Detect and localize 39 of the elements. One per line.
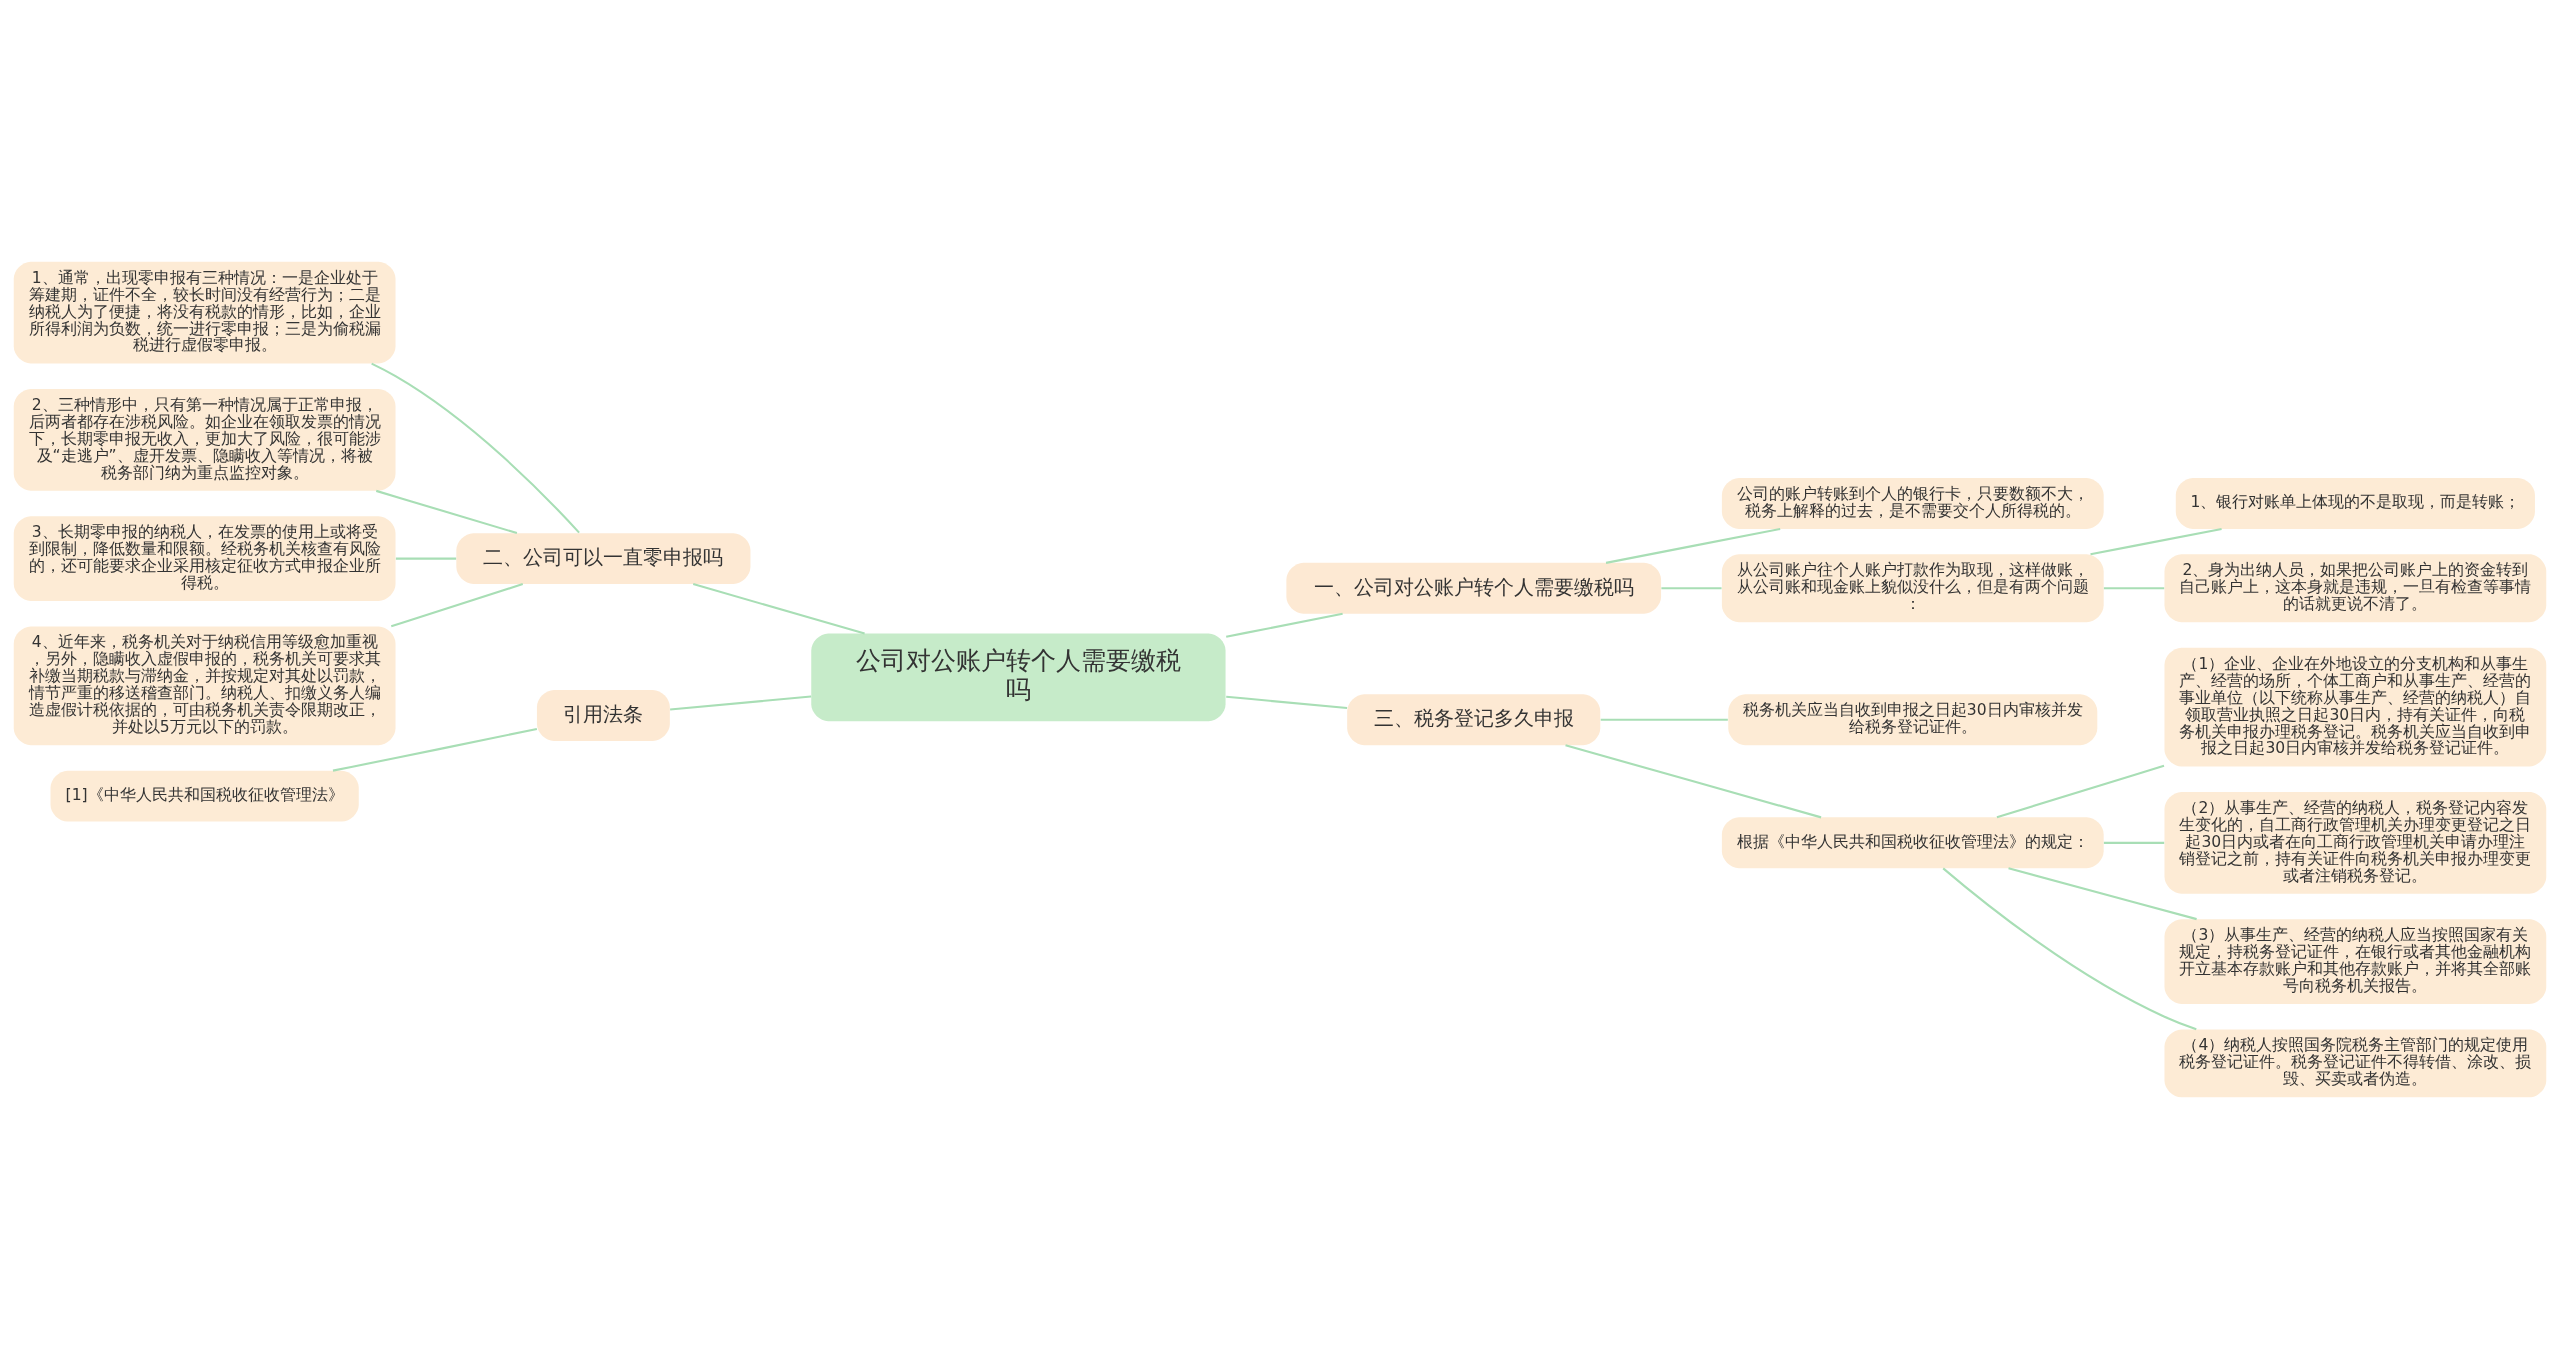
connector	[1661, 587, 1722, 590]
node-box: 公司的账户转账到个人的银行卡，只要数额不大，税务上解释的过去，是不需要交个人所得税的。	[1721, 478, 2104, 529]
connector	[2090, 527, 2222, 556]
node-box: 从公司账户往个人账户打款作为取现，这样做账，从公司账和现金账上貌似没什么，但是有两个问题：	[1721, 554, 2104, 623]
connector	[371, 362, 580, 534]
node-box: 根据《中华人民共和国税收征收管理法》的规定：	[1721, 817, 2104, 869]
node-box: 2、三种情形中，只有第一种情况属于正常申报，后两者都存在涉税风险。如企业在领取发票的情况下，长期零申报无收入，更加大了风险，很可能涉及“走逃户”、虚开发票、隐瞒收入等情况，将被税务部门纳为重点监控对象。	[13, 388, 396, 491]
connector	[390, 583, 524, 628]
node-box: 税务机关应当自收到申报之日起30日内审核并发给税务登记证件。	[1728, 694, 2098, 746]
node-box: 引用法条	[536, 690, 670, 741]
connector	[395, 557, 457, 560]
connector	[2103, 587, 2165, 590]
node-box: 一、公司对公账户转个人需要缴税吗	[1286, 562, 1662, 614]
connector	[1226, 695, 1348, 710]
node-box: 4、近年来，税务机关对于纳税信用等级愈加重视，另外，隐瞒收入虚假申报的，税务机关可要求其补缴当期税款与滞纳金，并按规定对其处以罚款，情节严重的移送稽查部门。纳税人、扣缴义务人编造虚假计税依据的，可由税务机关责令限期改正，并处以5万元以下的罚款。	[13, 626, 396, 746]
connector	[2103, 841, 2165, 844]
node-box: （4）纳税人按照国务院税务主管部门的规定使用税务登记证件。税务登记证件不得转借、涂改、损毁、买卖或者伪造。	[2164, 1029, 2547, 1098]
connector	[1605, 527, 1781, 564]
connector	[692, 583, 865, 635]
node-box: [1]《中华人民共和国税收征收管理法》	[50, 770, 359, 822]
node-box: （1）企业、企业在外地设立的分支机构和从事生产、经营的场所，个体工商户和从事生产、经营的事业单位（以下统称从事生产、经营的纳税人）自领取营业执照之日起30日内，持有关证件，向税务机关申报办理税务登记。税务机关应当自收到申报之日起30日内审核并发给税务登记证件。	[2164, 647, 2547, 767]
node-box: 公司对公账户转个人需要缴税吗	[811, 633, 1226, 722]
connector	[1226, 612, 1343, 638]
node-box: 三、税务登记多久申报	[1347, 694, 1601, 746]
node-box: 1、银行对账单上体现的不是取现，而是转账；	[2175, 478, 2535, 529]
node-box: （2）从事生产、经营的纳税人，税务登记内容发生变化的，自工商行政管理机关办理变更登记之日起30日内或者在向工商行政管理机关申请办理注销登记之前，持有关证件向税务机关申报办理变更或者注销税务登记。	[2164, 791, 2547, 894]
node-box: 3、长期零申报的纳税人，在发票的使用上或将受到限制，降低数量和限额。经税务机关核查有风险的，还可能要求企业采用核定征收方式申报企业所得税。	[13, 516, 396, 601]
node-box: 1、通常，出现零申报有三种情况：一是企业处于筹建期，证件不全，较长时间没有经营行为；二是纳税人为了便捷，将没有税款的情形，比如，企业所得利润为负数，统一进行零申报；三是为偷税漏税进行虚假零申报。	[13, 261, 396, 364]
node-box: 2、身为出纳人员，如果把公司账户上的资金转到自己账户上，这本身就是违规，一旦有检查等事情的话就更说不清了。	[2164, 554, 2547, 623]
connector	[1996, 764, 2165, 819]
node-box: 二、公司可以一直零申报吗	[456, 533, 751, 585]
connector	[1600, 718, 1728, 721]
connector	[670, 695, 812, 711]
connector	[1565, 744, 1822, 819]
node-box: （3）从事生产、经营的纳税人应当按照国家有关规定，持税务登记证件，在银行或者其他金融机构开立基本存款账户和其他存款账户，并将其全部账号向税务机关报告。	[2164, 919, 2547, 1004]
connector	[332, 727, 538, 772]
connector	[1942, 867, 2197, 1031]
connector	[2008, 867, 2197, 921]
connector	[375, 489, 518, 535]
